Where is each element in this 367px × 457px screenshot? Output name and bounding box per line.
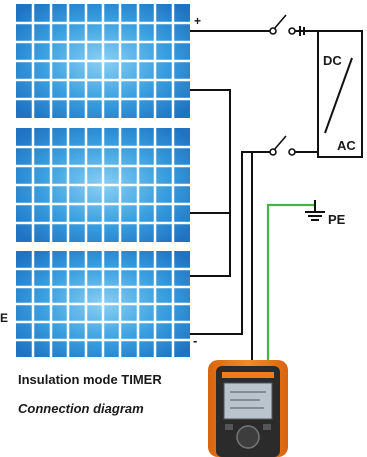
minus-label: - (193, 333, 197, 348)
pe-left-fragment-label: E (0, 311, 8, 325)
pe-label: PE (328, 212, 346, 227)
panel-grid (16, 251, 190, 357)
ac-label: AC (337, 138, 356, 153)
tester-screen (223, 382, 273, 420)
tester-dial (236, 425, 260, 449)
pv-panel-bottom (16, 251, 190, 357)
panel-grid (16, 128, 190, 242)
connector-positive (295, 26, 318, 36)
plus-label: + (194, 14, 201, 28)
tester-device (208, 360, 288, 457)
switch-negative (269, 135, 296, 156)
jumper-wire-middle-bottom (190, 212, 231, 277)
negative-wire (190, 151, 270, 335)
pv-panel-middle (16, 128, 190, 242)
dc-label: DC (323, 53, 342, 68)
ground-symbol (305, 200, 325, 221)
jumper-wire-top-middle (190, 89, 231, 214)
switch-positive (269, 14, 296, 35)
panel-grid (16, 4, 190, 118)
inverter-box (317, 30, 363, 158)
caption-subtitle: Connection diagram (18, 401, 144, 416)
pv-panel-top (16, 4, 190, 118)
caption-title: Insulation mode TIMER (18, 372, 162, 387)
pe-wire (266, 203, 315, 398)
